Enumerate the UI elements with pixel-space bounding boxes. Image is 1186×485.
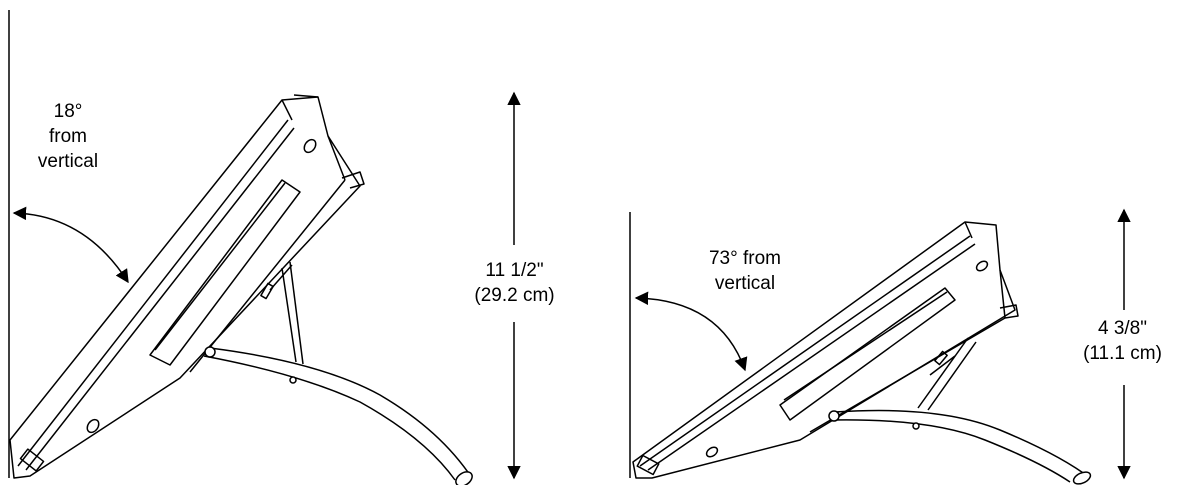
low-angle-line-2: vertical — [714, 273, 776, 294]
low-angle-line-1: 73° from — [708, 248, 781, 269]
low-height-cm: (11.1 cm) — [1083, 343, 1162, 364]
low-height-label: 4 3/8" (11.1 cm) — [1060, 316, 1185, 366]
upright-angle-label: 18° from vertical — [18, 99, 118, 174]
phone-body — [9, 94, 365, 479]
upright-height-cm: (29.2 cm) — [474, 285, 555, 306]
upright-angle-line-1: 18° — [53, 101, 83, 122]
angle-arc-arrow-2 — [634, 291, 748, 372]
upright-angle-line-3: vertical — [37, 151, 99, 172]
upright-view — [8, 10, 521, 485]
stand-leg — [203, 261, 473, 485]
stand-leg-2 — [828, 337, 1092, 485]
low-angle-label: 73° from vertical — [680, 246, 810, 296]
low-view — [629, 208, 1131, 485]
phone-body-2 — [632, 221, 1019, 479]
low-height-inch: 4 3/8" — [1097, 318, 1147, 339]
upright-height-label: 11 1/2" (29.2 cm) — [452, 258, 577, 308]
angle-arc-arrow — [12, 206, 129, 284]
upright-angle-line-2: from — [49, 126, 87, 147]
upright-height-inch: 11 1/2" — [485, 260, 544, 281]
